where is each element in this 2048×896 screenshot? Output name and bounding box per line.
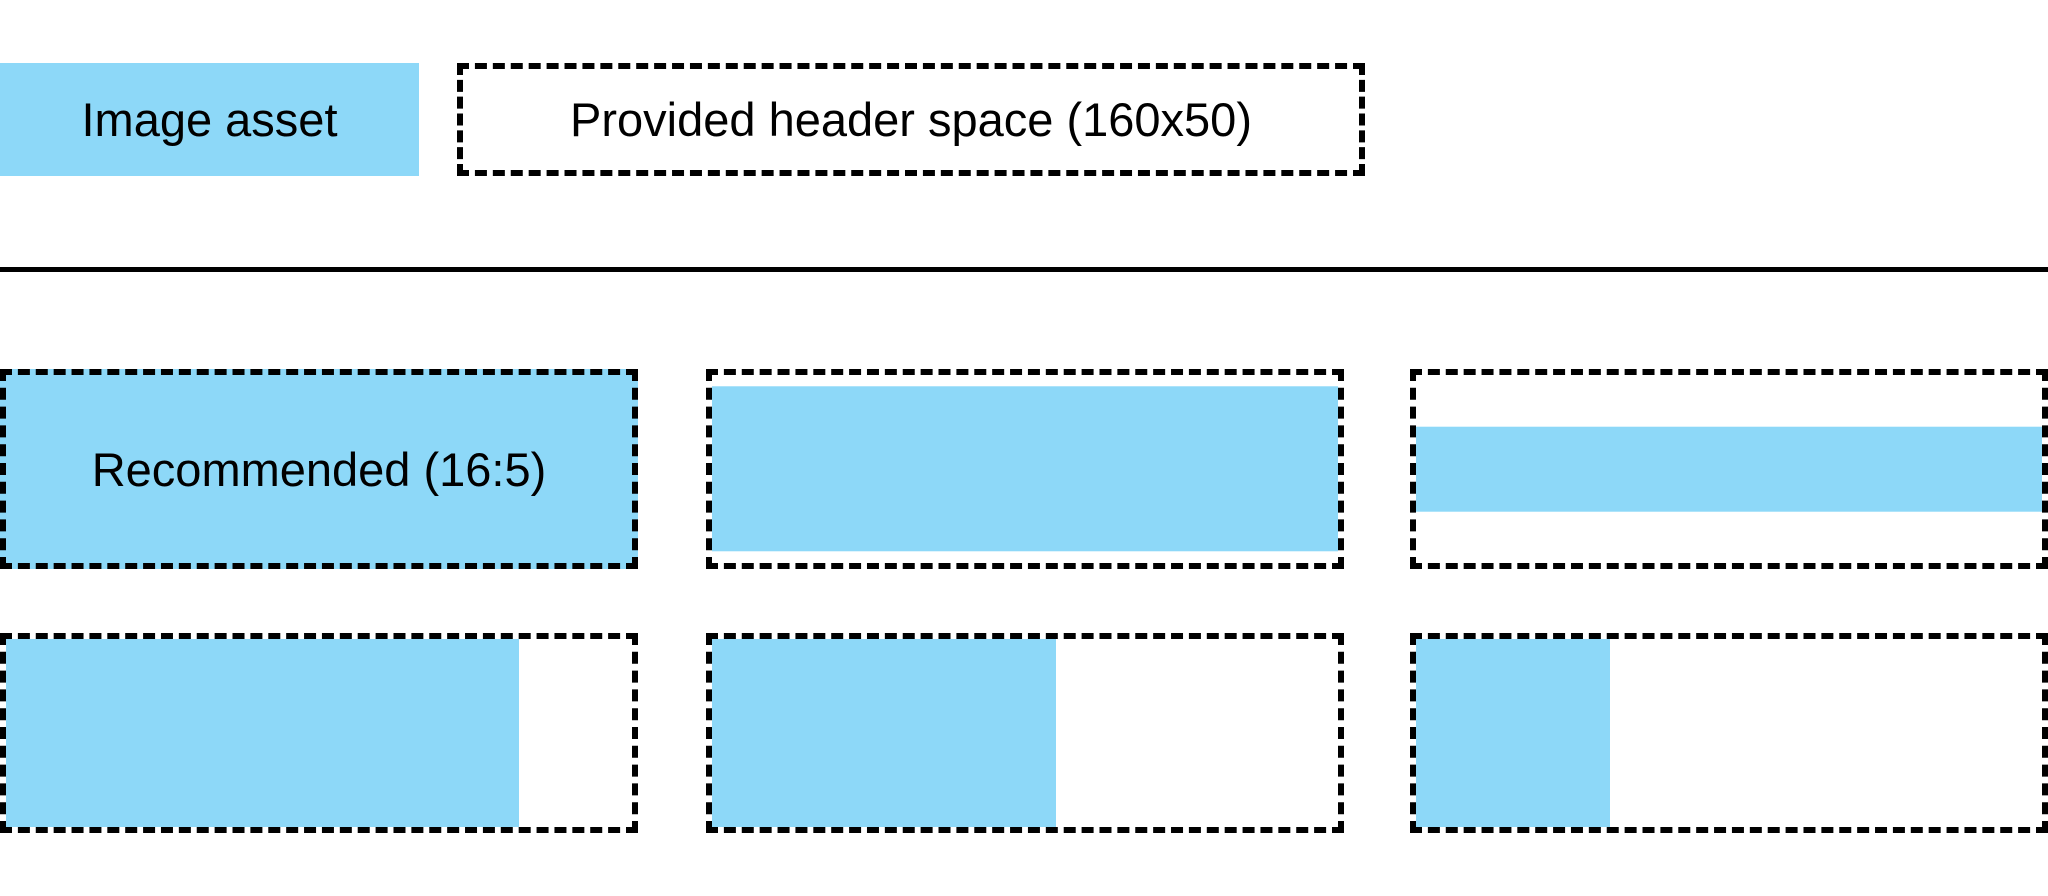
example-narrow-left-82 <box>0 633 638 833</box>
image-asset-swatch: Image asset <box>0 63 419 176</box>
example-wide-letterboxed <box>706 369 1344 569</box>
image-fill <box>1416 639 1611 827</box>
provided-header-space-label: Provided header space (160x50) <box>570 93 1252 146</box>
image-fill <box>6 375 632 563</box>
image-fill <box>712 386 1338 552</box>
recommended-label: Recommended (16:5) <box>91 442 547 496</box>
example-narrow-left-55 <box>706 633 1344 833</box>
image-fill <box>712 639 1057 827</box>
example-recommended-16x5: Recommended (16:5) <box>0 369 638 569</box>
example-extra-wide-letterboxed <box>1410 369 2048 569</box>
image-fill <box>1416 426 2042 512</box>
image-asset-label: Image asset <box>81 93 338 146</box>
section-divider <box>0 267 2048 272</box>
example-narrow-left-31 <box>1410 633 2048 833</box>
provided-header-space-box: Provided header space (160x50) <box>457 63 1365 176</box>
image-fill <box>6 639 520 827</box>
